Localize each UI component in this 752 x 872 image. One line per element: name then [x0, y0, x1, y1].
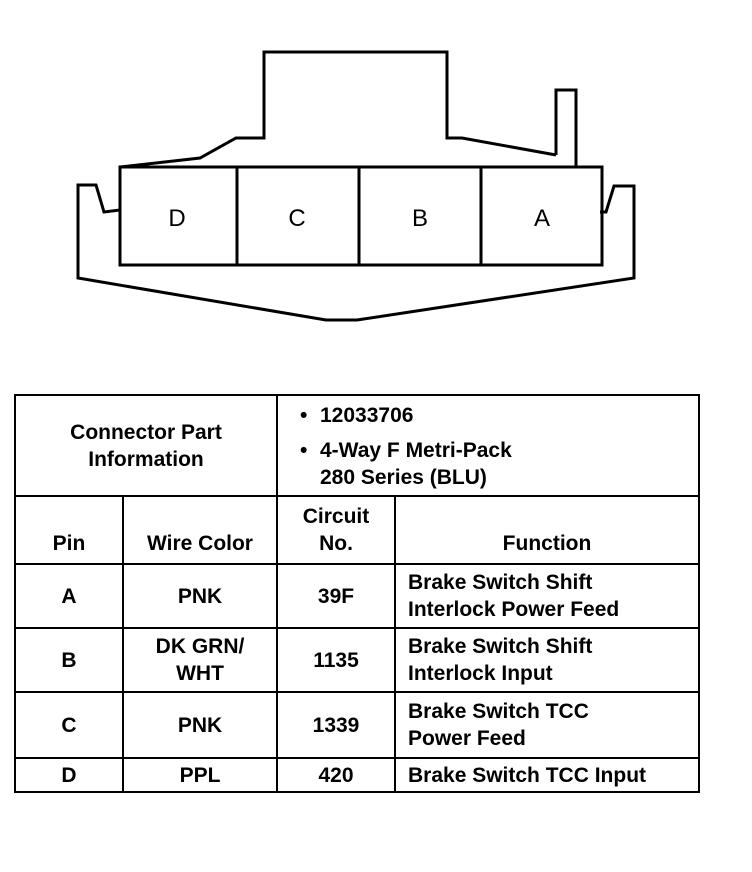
function-line: Brake Switch Shift [408, 635, 593, 658]
pin-cell: C [14, 691, 124, 759]
function-cell: Brake Switch Shift Interlock Power Feed [394, 563, 700, 629]
table-row: D PPL 420 Brake Switch TCC Input [14, 757, 700, 793]
pin-label-c: C [288, 205, 305, 232]
pin-cell: A [14, 563, 124, 629]
function-line: Brake Switch Shift [408, 571, 593, 594]
function-line: Interlock Input [408, 662, 553, 685]
table-row: A PNK 39F Brake Switch Shift Interlock P… [14, 563, 700, 629]
part-info-details: • 12033706 • 4-Way F Metri-Pack 280 Seri… [276, 394, 700, 497]
circuit-cell: 39F [276, 563, 396, 629]
wire-color-cell: PNK [122, 563, 278, 629]
wire-color-line: WHT [176, 662, 224, 685]
col-header-circuit: Circuit No. [276, 495, 396, 565]
table-row: B DK GRN/ WHT 1135 Brake Switch Shift In… [14, 627, 700, 693]
circuit-cell: 420 [276, 757, 396, 793]
wire-color-line: DK GRN/ [155, 635, 245, 658]
pin-cavity-block [118, 165, 604, 267]
part-number-item: • 12033706 [300, 402, 698, 429]
col-header-circuit-line: No. [319, 532, 353, 555]
connector-housing-outline [119, 50, 557, 169]
bullet-mark: • [300, 439, 308, 462]
wire-color-cell: PNK [122, 691, 278, 759]
function-line: Interlock Power Feed [408, 598, 620, 621]
function-cell: Brake Switch TCC Input [394, 757, 700, 793]
connector-left-latch [76, 167, 636, 322]
bullet-mark: • [300, 404, 308, 427]
pin-label-a: A [534, 205, 550, 232]
function-cell: Brake Switch Shift Interlock Input [394, 627, 700, 693]
pin-cell: B [14, 627, 124, 693]
pin-label-d: D [168, 205, 185, 232]
part-info-row: Connector Part Information • 12033706 • … [14, 394, 700, 497]
connector-face-diagram: D C B A [76, 50, 636, 322]
wire-color-cell: DK GRN/ WHT [122, 627, 278, 693]
pin-label-b: B [412, 205, 428, 232]
function-line: Power Feed [408, 727, 526, 750]
wire-color-cell: PPL [122, 757, 278, 793]
table-row: C PNK 1339 Brake Switch TCC Power Feed [14, 691, 700, 759]
pin-cell: D [14, 757, 124, 793]
circuit-cell: 1339 [276, 691, 396, 759]
part-info-header-line: Connector Part [70, 420, 222, 444]
connector-type-line: 4-Way F Metri-Pack [320, 439, 512, 462]
col-header-function: Function [394, 495, 700, 565]
function-cell: Brake Switch TCC Power Feed [394, 691, 700, 759]
circuit-cell: 1135 [276, 627, 396, 693]
part-number: 12033706 [320, 404, 414, 427]
function-line: Brake Switch TCC [408, 700, 589, 723]
connector-lock-tab [554, 88, 578, 168]
connector-info-table: Connector Part Information • 12033706 • … [14, 394, 700, 793]
col-header-pin: Pin [14, 495, 124, 565]
connector-type-item: • 4-Way F Metri-Pack 280 Series (BLU) [300, 437, 698, 491]
part-info-header: Connector Part Information [14, 394, 278, 497]
column-header-row: Pin Wire Color Circuit No. Function [14, 495, 700, 565]
part-info-header-line: Information [88, 447, 204, 471]
connector-type-line: 280 Series (BLU) [320, 466, 487, 489]
col-header-wire-color: Wire Color [122, 495, 278, 565]
col-header-circuit-line: Circuit [302, 505, 370, 528]
